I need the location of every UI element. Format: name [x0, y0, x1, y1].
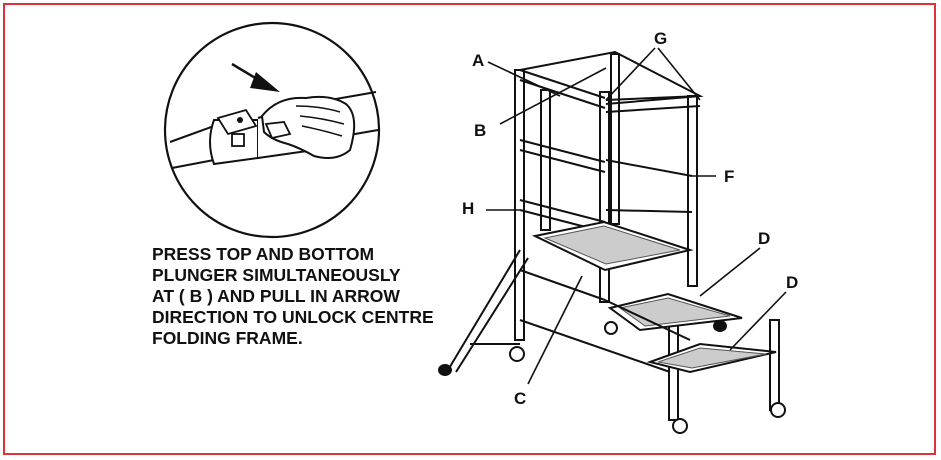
figure-frame	[3, 3, 936, 455]
leader-lines	[486, 47, 787, 385]
instruction-line: FOLDING FRAME.	[152, 328, 303, 348]
instruction-line: DIRECTION TO UNLOCK CENTRE	[152, 307, 434, 327]
label-B: B	[474, 121, 486, 140]
label-D-upper: D	[758, 229, 770, 248]
label-D-lower: D	[786, 273, 798, 292]
instruction-line: PLUNGER SIMULTANEOUSLY	[152, 265, 401, 285]
instruction-line: AT ( B ) AND PULL IN ARROW	[152, 286, 400, 306]
instruction-text: PRESS TOP AND BOTTOM PLUNGER SIMULTANEOU…	[152, 244, 472, 349]
instruction-line: PRESS TOP AND BOTTOM	[152, 244, 375, 264]
label-G: G	[654, 29, 667, 48]
label-C: C	[514, 389, 526, 408]
scaffold-drawing	[438, 50, 786, 434]
label-A: A	[472, 51, 484, 70]
detail-inset	[163, 21, 381, 239]
label-F: F	[724, 167, 734, 186]
label-H: H	[462, 199, 474, 218]
